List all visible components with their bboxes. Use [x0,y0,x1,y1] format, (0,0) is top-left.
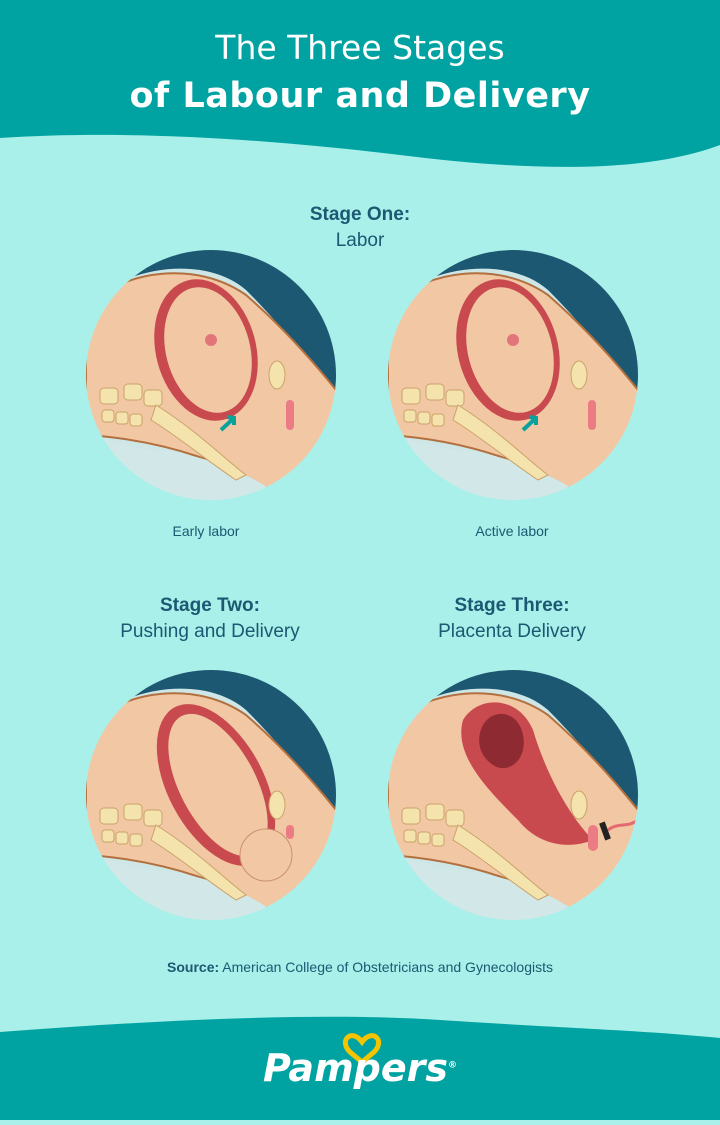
stage-two-label: Stage Two: [160,595,260,616]
stage-two-name: Pushing and Delivery [120,621,300,642]
active-labor-illustration [388,250,638,500]
stage-one-label: Stage One: [309,204,411,225]
pushing-delivery-illustration [86,670,336,920]
footer-wave [0,1016,720,1120]
stage-three-heading: Stage Three: Placenta Delivery [362,595,662,643]
header-wave [0,0,720,167]
stage-two-heading: Stage Two: Pushing and Delivery [60,595,360,643]
source-label: Source: [167,959,220,975]
stage-one-name: Labor [335,230,385,251]
source-text: American College of Obstetricians and Gy… [222,959,553,975]
footer-banner [0,1010,720,1120]
stage-three-label: Stage Three: [454,595,570,616]
early-labor-illustration [86,250,336,500]
active-labor-caption: Active labor [475,523,549,539]
brand-name: Pampers [263,1046,448,1090]
header-banner: The Three Stages of Labour and Delivery [0,0,720,180]
source-citation: Source: American College of Obstetrician… [0,959,720,975]
title-line1: The Three Stages [215,28,505,67]
placenta-delivery-illustration [388,670,638,920]
stage-three-name: Placenta Delivery [438,621,586,642]
pampers-logo[interactable]: Pampers® [0,1046,720,1090]
stage-one-heading: Stage One: Labor [210,204,510,252]
registered-mark: ® [448,1060,457,1071]
early-labor-caption: Early labor [172,523,240,539]
title-line2: of Labour and Delivery [129,76,591,116]
